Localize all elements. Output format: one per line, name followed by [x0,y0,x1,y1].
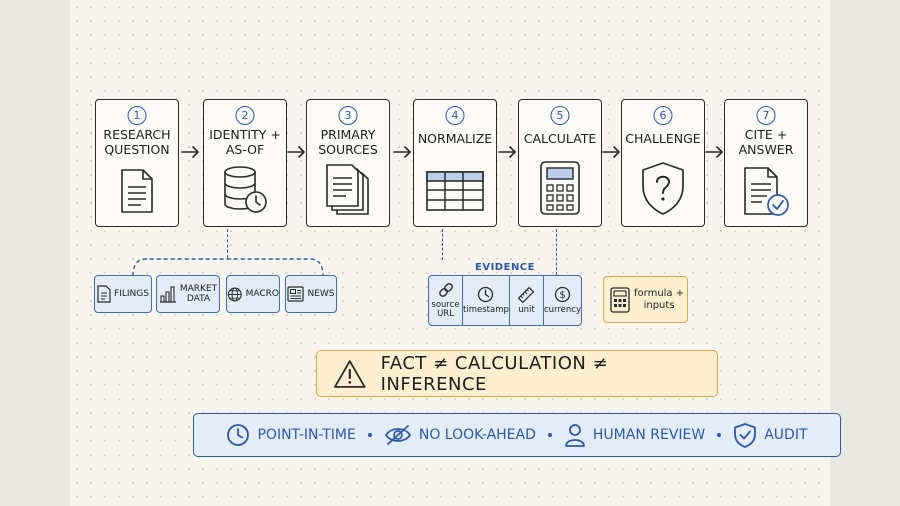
step-normalize: 4 NORMALIZE [413,99,497,227]
step-challenge: 6 CHALLENGE [621,99,705,227]
step-number: 2 [235,106,255,125]
source-news: NEWS [285,275,337,313]
principle-audit: AUDIT [733,422,808,448]
principle-point-in-time: POINT-IN-TIME [226,423,356,447]
table-icon [426,171,484,211]
flow-arrow [498,146,516,158]
principle-label: POINT-IN-TIME [257,427,356,443]
bar-chart-icon [159,286,176,303]
diagram-canvas: 1 RESEARCH QUESTION 2 IDENTITY + AS-OF 3… [70,0,841,506]
separator-dot [717,433,722,437]
step-title: RESEARCH QUESTION [103,127,171,157]
step-number: 3 [338,106,358,125]
document-icon [121,169,153,213]
step-title: NORMALIZE [417,131,493,146]
step-identity-as-of: 2 IDENTITY + AS-OF [203,99,287,227]
step-calculate: 5 CALCULATE [518,99,602,227]
source-filings: FILINGS [94,275,152,313]
warning-icon [334,359,366,388]
evidence-field-label: source URL [431,300,460,319]
evidence-unit: unit [508,276,543,325]
step-number: 6 [653,106,673,125]
step-number: 7 [756,106,776,125]
dollar-icon: $ [554,286,571,303]
connector-identity [227,229,228,258]
flow-arrow [602,146,620,158]
step-cite-answer: 7 CITE + ANSWER [724,99,808,227]
source-label: MARKET DATA [179,284,218,304]
source-label: NEWS [307,289,335,299]
formula-label: formula + inputs [634,287,685,311]
bracket-connector [132,258,324,277]
evidence-currency: $ currency [542,276,581,325]
person-icon [564,424,585,447]
principles-strip: POINT-IN-TIME NO LOOK-AHEAD HUMAN REVIEW… [193,413,841,457]
source-label: MACRO [245,289,279,299]
calculator-icon [610,286,630,313]
step-number: 4 [445,106,465,125]
newspaper-icon [287,286,305,302]
document-icon [97,285,111,303]
banner-text: FACT ≠ CALCULATION ≠ INFERENCE [380,352,609,395]
clock-icon [227,424,250,446]
principle-no-look-ahead: NO LOOK-AHEAD [384,424,536,446]
database-clock-icon [224,166,267,213]
clock-icon [478,286,494,303]
formula-inputs-box: formula + inputs [603,276,688,323]
step-number: 1 [127,106,147,125]
principle-human-review: HUMAN REVIEW [564,423,705,447]
eye-slash-icon [384,425,411,445]
principle-label: NO LOOK-AHEAD [418,427,536,443]
evidence-field-label: unit [518,304,535,315]
principle-label: AUDIT [764,427,808,443]
document-check-icon [744,167,789,216]
flow-arrow [287,146,305,158]
step-title: IDENTITY + AS-OF [209,127,281,157]
shield-check-icon [734,423,757,448]
step-title: CALCULATE [523,131,597,146]
separator-dot [547,433,552,437]
calculator-icon [540,161,580,215]
step-title: CITE + ANSWER [738,127,794,157]
source-label: FILINGS [114,289,149,299]
step-title: CHALLENGE [625,131,701,146]
step-primary-sources: 3 PRIMARY SOURCES [306,99,390,227]
evidence-box: source URL timestamp unit $ currency [428,275,582,326]
source-market-data: MARKET DATA [156,275,220,313]
separator-dot [367,433,372,437]
link-icon [438,283,453,297]
evidence-field-label: currency [543,305,581,315]
fact-calculation-inference-banner: FACT ≠ CALCULATION ≠ INFERENCE [316,350,718,397]
evidence-timestamp: timestamp [462,276,509,325]
stacked-documents-icon [326,164,369,215]
flow-arrow [181,146,199,158]
shield-question-icon [642,162,684,215]
evidence-field-label: timestamp [463,305,509,315]
step-research-question: 1 RESEARCH QUESTION [95,99,179,227]
ruler-icon [518,286,535,303]
svg-text:$: $ [559,290,565,301]
evidence-label: EVIDENCE [475,262,535,273]
evidence-source-url: source URL [429,276,462,325]
flow-arrow [705,146,723,158]
connector-normalize [442,229,443,260]
step-title: PRIMARY SOURCES [318,127,378,157]
source-macro: MACRO [226,275,280,313]
principle-label: HUMAN REVIEW [592,427,706,443]
globe-icon [227,287,242,301]
step-number: 5 [550,106,570,125]
connector-calculate [556,229,557,275]
flow-arrow [393,146,411,158]
